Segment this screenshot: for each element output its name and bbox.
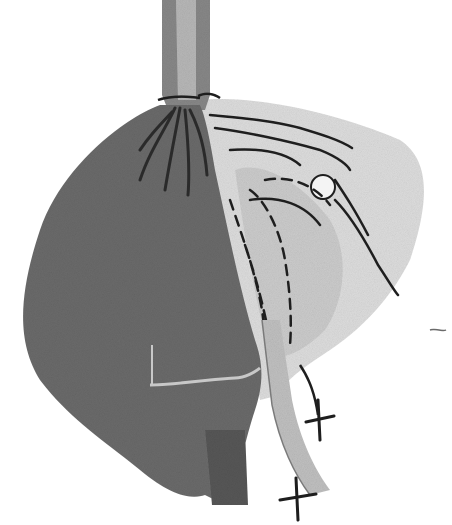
right-margin-mark <box>430 329 446 330</box>
cross-marker-right <box>306 400 334 440</box>
right-thread <box>300 365 318 415</box>
dark-organ-stalk <box>205 430 248 505</box>
node-circle <box>311 175 335 199</box>
upper-vessel-lumen <box>176 0 196 100</box>
